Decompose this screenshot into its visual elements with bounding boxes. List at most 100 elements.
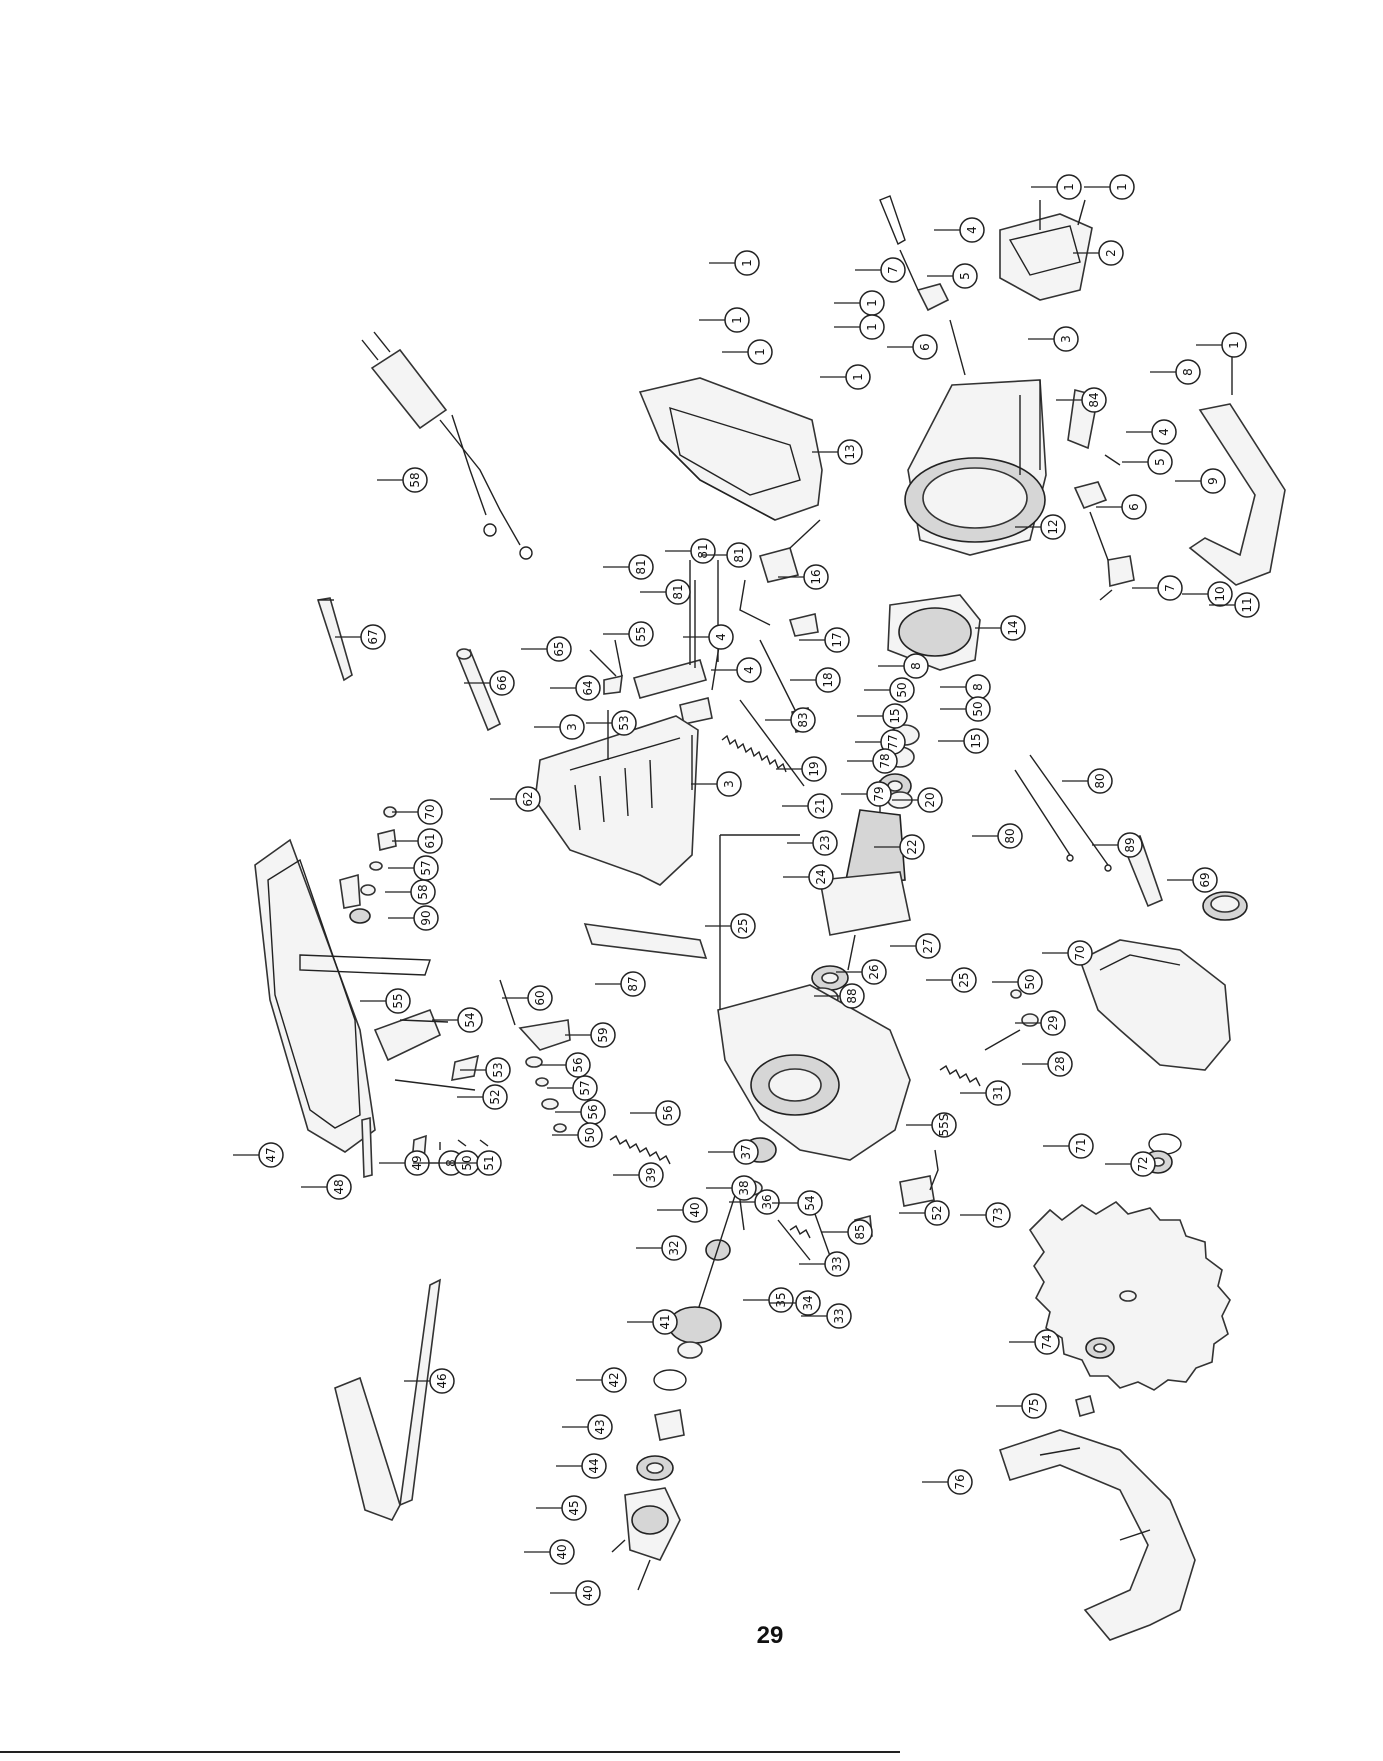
- callout-circle: [915, 933, 941, 959]
- callout-52: 52: [899, 1200, 950, 1226]
- callout-45: 45: [536, 1495, 587, 1521]
- callout-24: 24: [783, 864, 834, 890]
- end-cap-2: [999, 199, 1093, 301]
- callout-73: 73: [960, 1202, 1011, 1228]
- callout-text: 48: [332, 1179, 346, 1194]
- callout-text: 62: [521, 791, 535, 806]
- switch-plate: [632, 560, 721, 725]
- callout-circle: [882, 703, 908, 729]
- callout-21: 21: [782, 793, 833, 819]
- callout-text: 3: [722, 780, 736, 788]
- callout-text: 5: [958, 272, 972, 280]
- callout-text: 5: [1153, 458, 1167, 466]
- callout-text: 7: [1163, 584, 1177, 592]
- callout-text: 55: [391, 993, 405, 1008]
- callout-4: 4: [934, 217, 985, 243]
- callout-circle: [385, 988, 411, 1014]
- callout-text: 87: [626, 976, 640, 991]
- callout-text: 33: [830, 1256, 844, 1271]
- callout-text: 81: [732, 547, 746, 562]
- callout-circle: [716, 771, 742, 797]
- callout-circle: [736, 657, 762, 683]
- callout-59: 59: [565, 1022, 616, 1048]
- callout-text: 47: [264, 1147, 278, 1162]
- callout-38: 38: [706, 1175, 757, 1201]
- callout-circle: [587, 1414, 613, 1440]
- callout-text: 1: [730, 316, 744, 324]
- callout-text: 50: [895, 682, 909, 697]
- callout-57: 57: [547, 1075, 598, 1101]
- callout-text: 66: [495, 675, 509, 690]
- callout-text: 1: [1062, 183, 1076, 191]
- callout-text: 1: [1227, 341, 1241, 349]
- callout-circle: [1157, 575, 1183, 601]
- callout-circle: [665, 579, 691, 605]
- callout-circle: [768, 1287, 794, 1313]
- callout-text: 70: [423, 804, 437, 819]
- callout-circle: [754, 1189, 780, 1215]
- callout-text: 15: [969, 733, 983, 748]
- callout-52: 52: [457, 1084, 508, 1110]
- callout-1: 1: [820, 364, 871, 390]
- power-cord: [361, 331, 533, 560]
- callout-circle: [1053, 326, 1079, 352]
- callout-60: 60: [502, 985, 553, 1011]
- callout-67: 67: [335, 624, 386, 650]
- callout-text: 53: [491, 1062, 505, 1077]
- callout-32: 32: [636, 1235, 687, 1261]
- callout-26: 26: [836, 959, 887, 985]
- callout-circle: [872, 748, 898, 774]
- callout-text: 24: [814, 869, 828, 884]
- callout-circle: [1040, 1010, 1066, 1036]
- callout-circle: [803, 564, 829, 590]
- callout-17: 17: [799, 627, 850, 653]
- callout-circle: [1081, 387, 1107, 413]
- callout-circle: [417, 799, 443, 825]
- callout-circle: [652, 1309, 678, 1335]
- callout-19: 19: [776, 756, 827, 782]
- callout-20: 20: [892, 787, 943, 813]
- callout-50: 50: [940, 696, 991, 722]
- callout-circle: [997, 823, 1023, 849]
- callout-41: 41: [627, 1309, 678, 1335]
- callout-circle: [903, 653, 929, 679]
- callout-text: 19: [807, 761, 821, 776]
- callout-81: 81: [603, 554, 654, 580]
- callout-circle: [839, 983, 865, 1009]
- callout-circle: [690, 538, 716, 564]
- callout-text: 51: [482, 1155, 496, 1170]
- callout-48: 48: [301, 1174, 352, 1200]
- callout-12: 12: [1015, 514, 1066, 540]
- callout-circle: [866, 781, 892, 807]
- callout-text: 46: [435, 1373, 449, 1388]
- callout-55S: 55S: [906, 1112, 957, 1138]
- callout-text: 20: [923, 792, 937, 807]
- callout-text: 1: [865, 299, 879, 307]
- callout-2: 2: [1073, 240, 1124, 266]
- bracket-67: [316, 597, 353, 682]
- knob-stack: [349, 806, 397, 924]
- callout-text: 21: [813, 798, 827, 813]
- callout-87: 87: [595, 971, 646, 997]
- callout-circle: [572, 1075, 598, 1101]
- callout-text: 15: [888, 708, 902, 723]
- callout-5: 5: [1122, 449, 1173, 475]
- callout-4: 4: [1126, 419, 1177, 445]
- callout-54: 54: [772, 1190, 823, 1216]
- callout-text: 18: [821, 672, 835, 687]
- callout-text: 1: [1115, 183, 1129, 191]
- callout-89: 89: [1092, 832, 1143, 858]
- callout-circle: [747, 339, 773, 365]
- callout-circle: [931, 1112, 957, 1138]
- callout-text: 55: [634, 626, 648, 641]
- callout-40: 40: [657, 1197, 708, 1223]
- callout-circle: [861, 959, 887, 985]
- pin-66: [456, 648, 502, 732]
- callout-text: 22: [905, 839, 919, 854]
- callout-text: 10: [1213, 586, 1227, 601]
- callout-7: 7: [1132, 575, 1183, 601]
- callout-text: 14: [1006, 620, 1020, 635]
- callout-text: 77: [886, 734, 900, 749]
- callout-text: 4: [742, 666, 756, 674]
- callout-4: 4: [683, 624, 734, 650]
